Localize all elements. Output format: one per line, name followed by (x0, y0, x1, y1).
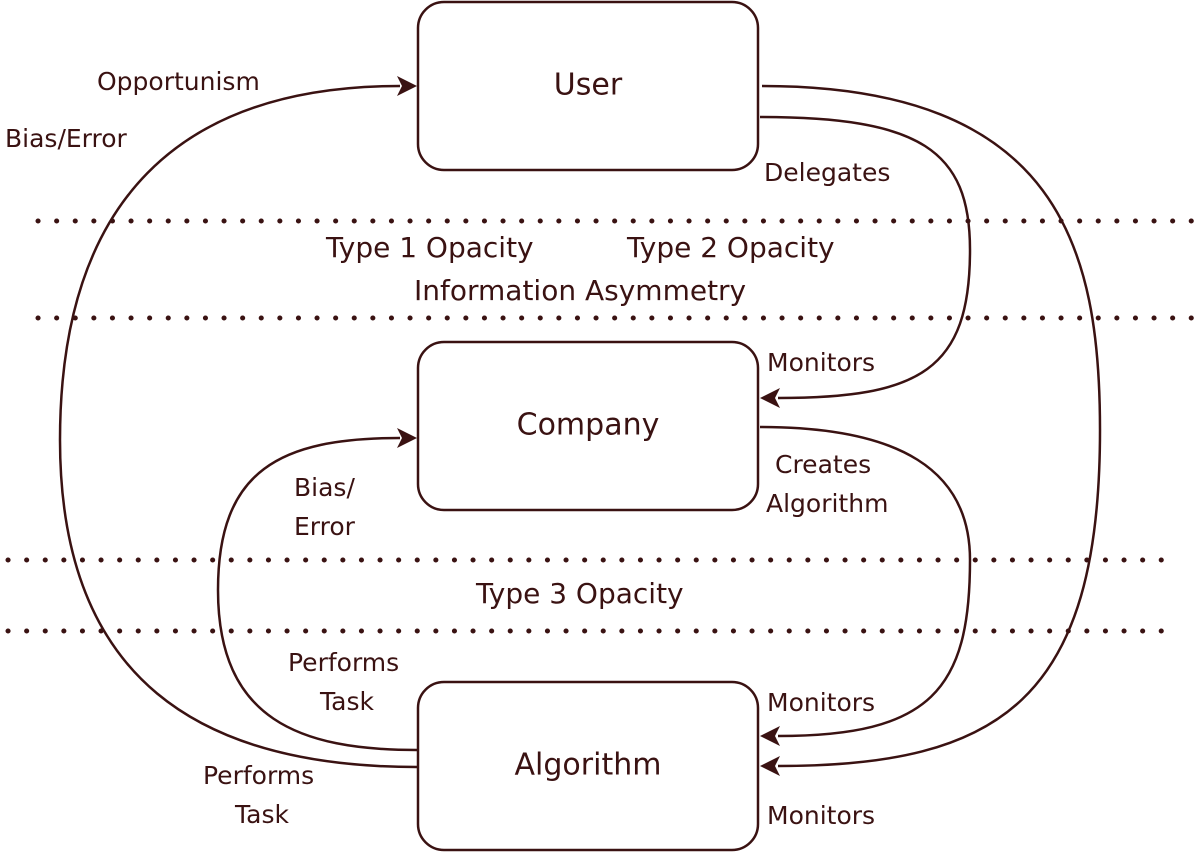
label-monitors-algorithm-inner: Monitors (767, 688, 875, 717)
company-node-label: Company (517, 408, 660, 443)
zone-type1-opacity: Type 1 Opacity (325, 231, 534, 264)
label-bias-line2: Error (294, 512, 356, 541)
label-performs-outer-line2: Task (234, 800, 289, 829)
label-bias-error-outer: Bias/Error (5, 124, 128, 153)
label-opportunism: Opportunism (97, 67, 260, 96)
company-node: Company (416, 340, 760, 512)
label-creates-line2: Algorithm (766, 489, 888, 518)
label-monitors-company: Monitors (767, 348, 875, 377)
zone-type2-opacity: Type 2 Opacity (626, 231, 835, 264)
edge-company-to-algorithm (759, 425, 972, 738)
label-bias-line1: Bias/ (294, 473, 355, 502)
label-monitors-algorithm-outer: Monitors (767, 801, 875, 830)
label-performs-inner-line2: Task (319, 687, 374, 716)
algorithm-node-label: Algorithm (515, 748, 662, 783)
algorithm-node: Algorithm (416, 680, 760, 852)
arrowhead-algorithm-right-lower (760, 756, 780, 776)
zone-information-asymmetry: Information Asymmetry (414, 274, 746, 307)
edge-algorithm-to-company (216, 436, 418, 752)
label-creates-line1: Creates (775, 450, 871, 479)
arrowhead-company-right (760, 388, 780, 408)
arrowhead-user-left (397, 76, 417, 96)
label-delegates: Delegates (764, 158, 890, 187)
user-node: User (416, 0, 760, 172)
label-performs-inner-line1: Performs (288, 648, 399, 677)
arrowhead-algorithm-right-upper (760, 726, 780, 746)
edge-user-to-company (759, 115, 972, 400)
zone-type3-opacity: Type 3 Opacity (475, 577, 684, 610)
edge-user-to-algorithm (761, 84, 1102, 768)
label-performs-outer-line1: Performs (203, 761, 314, 790)
edge-algorithm-to-user (58, 84, 418, 769)
user-node-label: User (554, 68, 623, 103)
arrowhead-company-left (397, 428, 417, 448)
